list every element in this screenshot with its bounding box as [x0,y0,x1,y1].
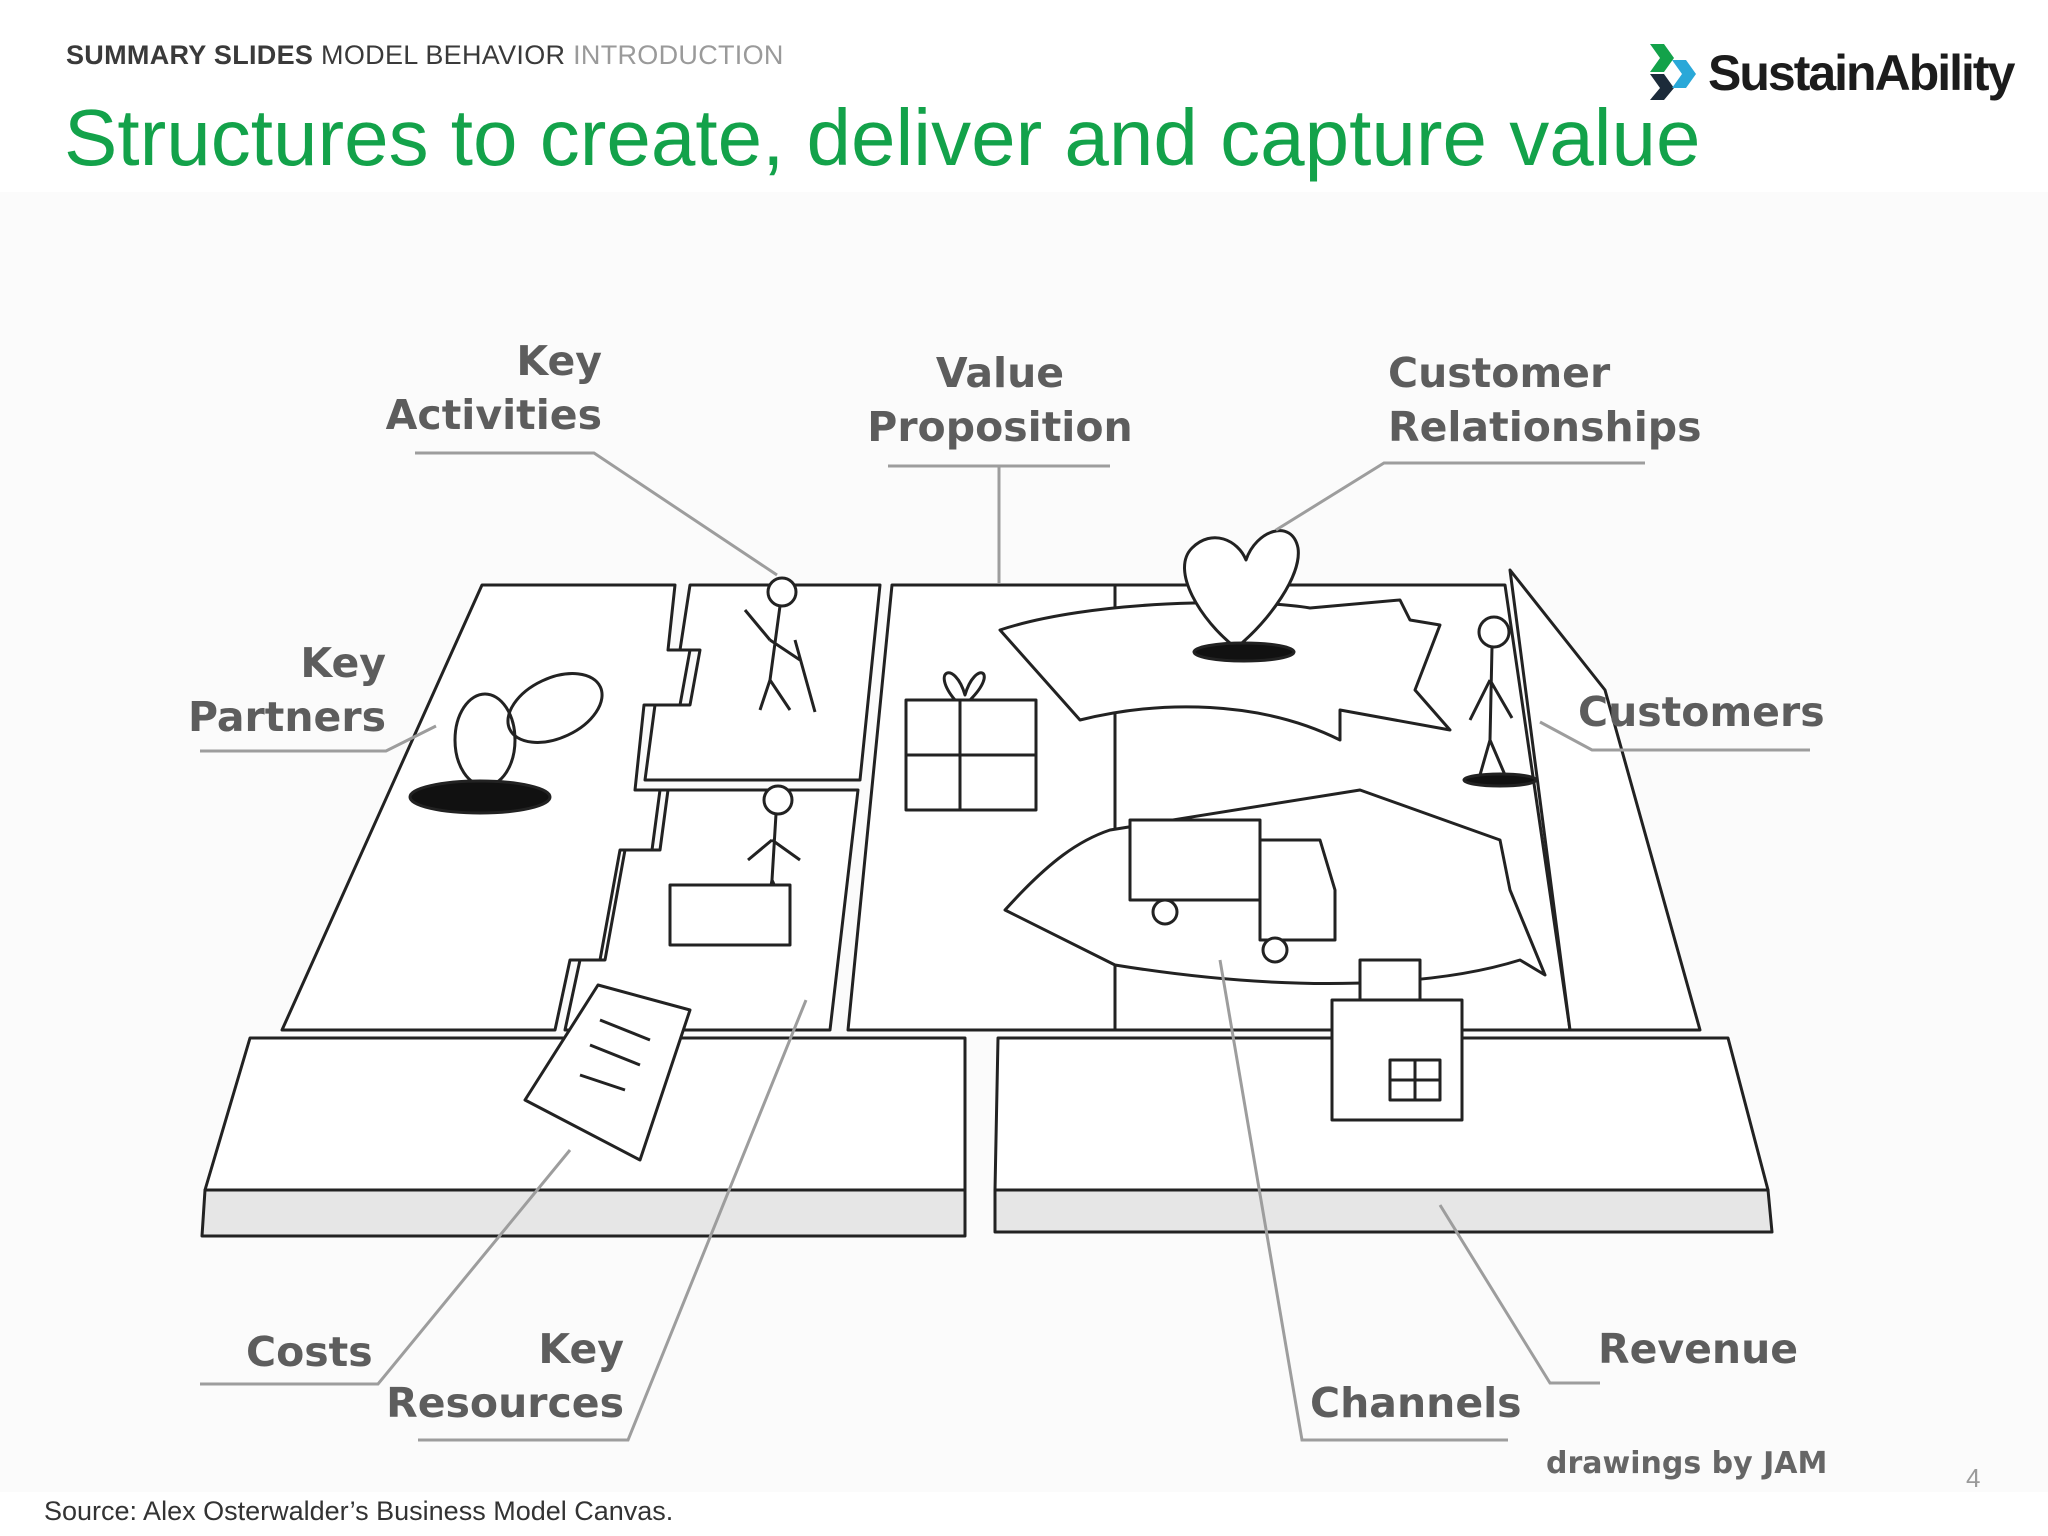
person-digging-drawing [743,576,817,713]
breadcrumb-subtopic: INTRODUCTION [573,40,784,70]
relationship-arrow [998,598,1452,742]
label-key-partners: Key Partners [150,636,386,744]
customers-block [1508,568,1702,1032]
page-title: Structures to create, deliver and captur… [64,93,1701,182]
rings-drawing [506,672,604,744]
label-key-activities: Key Activities [300,334,602,442]
label-value-proposition: Value Proposition [860,346,1140,454]
leader-key-partners [200,724,437,753]
leader-customer-relationships [1275,461,1645,532]
label-value-proposition-line2: Proposition [867,403,1133,451]
truck-drawing [1128,818,1262,902]
chevron-arrows-icon [1650,44,1696,100]
person-with-machine-drawing [668,784,801,947]
label-key-partners-line2: Partners [187,693,386,741]
label-customer-relationships: Customer Relationships [1388,346,1702,454]
heart-drawing [1183,529,1300,650]
leader-costs [200,1149,572,1386]
breadcrumb: SUMMARY SLIDES MODEL BEHAVIOR INTRODUCTI… [66,40,784,71]
label-key-activities-line1: Key [516,337,602,385]
leader-key-resources [418,999,808,1442]
customer-person-drawing [1462,615,1538,788]
label-key-resources-line1: Key [538,1325,624,1373]
sustainability-logo: SustainAbility [1648,38,2015,110]
leader-key-activities [415,451,778,577]
label-customer-relationships-line2: Relationships [1388,403,1702,451]
label-customers: Customers [1578,688,1825,736]
label-channels: Channels [1310,1379,1522,1427]
label-key-activities-line2: Activities [385,391,602,439]
drawing-credit: drawings by JAM [1546,1446,1828,1481]
label-costs: Costs [246,1328,373,1376]
leader-channels [1218,959,1508,1442]
leader-customers [1539,720,1810,752]
source-note: Source: Alex Osterwalder’s Business Mode… [44,1496,674,1526]
leader-revenue [1438,1204,1600,1385]
document-drawing [523,983,692,1162]
label-value-proposition-line1: Value [935,349,1065,397]
label-key-resources: Key Resources [380,1322,624,1430]
page-number: 4 [1966,1463,1981,1493]
label-key-resources-line2: Resources [386,1379,624,1427]
key-activities-block [643,583,882,782]
label-revenue: Revenue [1598,1325,1799,1373]
leader-value-proposition [888,464,1110,583]
logo-wordmark: SustainAbility [1708,45,2015,101]
breadcrumb-section: SUMMARY SLIDES [66,40,314,70]
breadcrumb-topic: MODEL BEHAVIOR [321,40,566,70]
label-customer-relationships-line1: Customer [1388,349,1611,397]
label-key-partners-line1: Key [300,639,386,687]
